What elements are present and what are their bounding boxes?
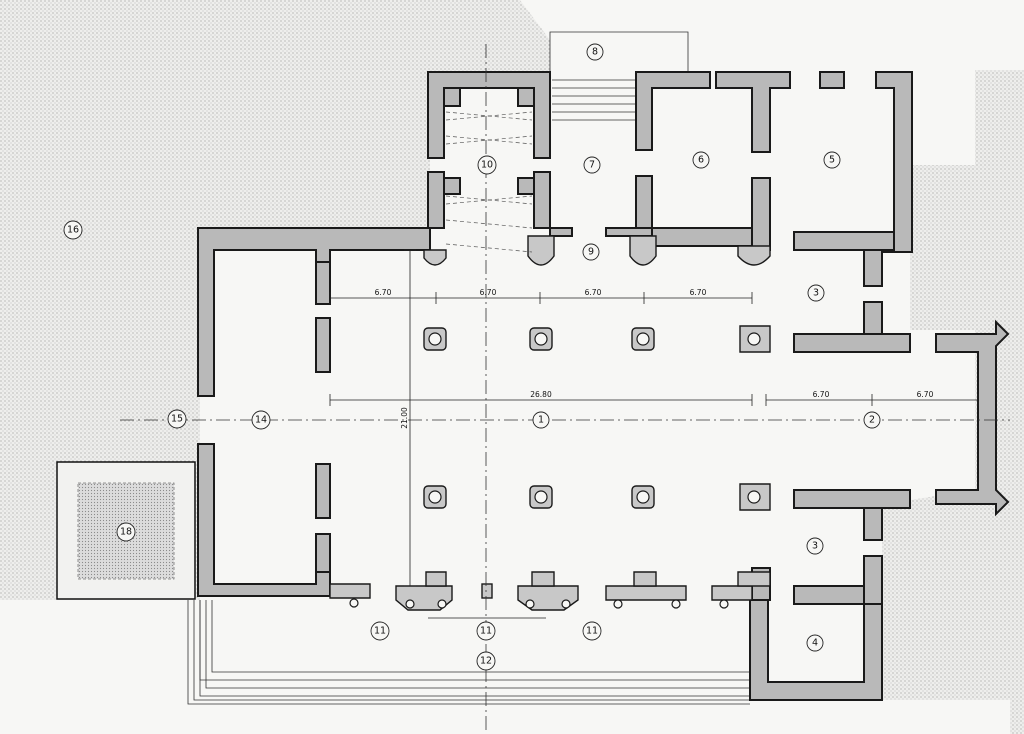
svg-text:1: 1: [538, 415, 544, 426]
dim-apse-2: 6.70: [917, 390, 934, 399]
label-6: 6: [692, 151, 710, 169]
dim-bay-2: 6.70: [480, 288, 497, 297]
label-12: 12: [476, 651, 496, 671]
svg-text:14: 14: [255, 415, 267, 426]
south-facade: [329, 571, 771, 611]
svg-text:18: 18: [120, 527, 132, 538]
label-16: 16: [63, 220, 83, 240]
label-8: 8: [586, 43, 604, 61]
label-11-center: 11: [476, 621, 496, 641]
label-4: 4: [806, 634, 824, 652]
svg-text:3: 3: [813, 288, 819, 299]
svg-text:3: 3: [812, 541, 818, 552]
dim-apse-1: 6.70: [813, 390, 830, 399]
svg-text:5: 5: [829, 155, 835, 166]
svg-text:9: 9: [588, 247, 594, 258]
court-8-steps: [552, 79, 636, 121]
label-9: 9: [582, 243, 600, 261]
svg-text:2: 2: [869, 415, 875, 426]
dim-bay-3: 6.70: [585, 288, 602, 297]
dim-bay-4: 6.70: [690, 288, 707, 297]
label-1: 1: [532, 411, 550, 429]
front-terrace-steps: [187, 600, 750, 705]
dim-nave-length: 26.80: [530, 390, 552, 399]
label-15: 15: [167, 409, 187, 429]
label-3-north: 3: [807, 284, 825, 302]
nave-columns: [423, 325, 771, 511]
north-pilasters: [423, 235, 771, 266]
terrain-right-upper: [910, 70, 1024, 330]
svg-text:12: 12: [480, 656, 492, 667]
label-3-south: 3: [806, 537, 824, 555]
tower-stair-lines: [445, 111, 533, 253]
terrain-left: [0, 0, 550, 600]
label-5: 5: [823, 151, 841, 169]
label-18: 18: [116, 522, 136, 542]
svg-text:10: 10: [481, 160, 493, 171]
label-10: 10: [477, 155, 497, 175]
dimension-lines: [329, 249, 979, 619]
svg-text:8: 8: [592, 47, 598, 58]
svg-text:16: 16: [67, 225, 79, 236]
label-11-west: 11: [370, 621, 390, 641]
svg-text:15: 15: [171, 414, 183, 425]
label-7: 7: [583, 156, 601, 174]
dim-bay-1: 6.70: [375, 288, 392, 297]
court-8-outline: [549, 31, 689, 72]
dim-width: 21.00: [400, 407, 409, 429]
label-11-east: 11: [582, 621, 602, 641]
svg-text:11: 11: [480, 626, 492, 637]
svg-text:11: 11: [374, 626, 386, 637]
svg-text:4: 4: [812, 638, 818, 649]
svg-text:11: 11: [586, 626, 598, 637]
label-2: 2: [863, 411, 881, 429]
walls: [197, 71, 1010, 701]
svg-text:7: 7: [589, 160, 595, 171]
svg-text:6: 6: [698, 155, 704, 166]
label-14: 14: [251, 410, 271, 430]
